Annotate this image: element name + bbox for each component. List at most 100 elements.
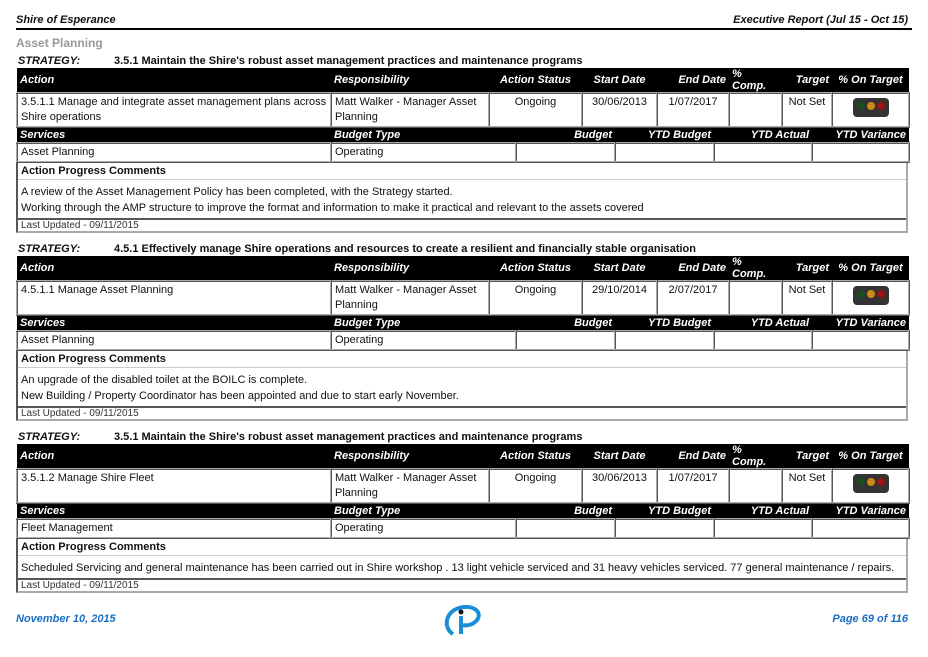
- col-header-ytd-budget: YTD Budget: [615, 316, 714, 331]
- comment-line: New Building / Property Coordinator has …: [21, 390, 459, 402]
- strategy-line: STRATEGY: 3.5.1 Maintain the Shire's robu…: [16, 54, 908, 68]
- start-date: 30/06/2013: [581, 92, 658, 128]
- strategy-text: 3.5.1 Maintain the Shire's robust asset …: [114, 55, 583, 67]
- col-header-ytd-actual: YTD Actual: [714, 316, 812, 331]
- percent-complete: [728, 92, 783, 128]
- comment-line: Working through the AMP structure to imp…: [21, 202, 644, 214]
- col-header-target: Target: [782, 444, 832, 469]
- action-name: 4.5.1.1 Manage Asset Planning: [16, 280, 332, 316]
- col-header-target: Target: [782, 256, 832, 281]
- start-date: 29/10/2014: [581, 280, 658, 316]
- ytd-budget-value: [614, 330, 715, 351]
- ytd-variance-value: [811, 142, 910, 163]
- start-date: 30/06/2013: [581, 468, 658, 504]
- on-target-indicator: [831, 468, 910, 504]
- action-block: STRATEGY:4.5.1 Effectively manage Shire …: [16, 242, 910, 421]
- org-name: Shire of Esperance: [16, 14, 116, 26]
- progress-comments: Action Progress Comments Scheduled Servi…: [16, 539, 908, 593]
- action-block: STRATEGY: 3.5.1 Maintain the Shire's robu…: [16, 430, 910, 593]
- footer-page: Page 69 of 116: [832, 613, 908, 625]
- action-name: 3.5.1.1 Manage and integrate asset manag…: [16, 92, 332, 128]
- col-header-action: Action: [17, 68, 331, 93]
- col-header-start-date: Start Date: [582, 444, 657, 469]
- ytd-actual-value: [713, 142, 813, 163]
- strategy-text: 3.5.1 Maintain the Shire's robust asset …: [114, 431, 583, 443]
- end-date: 2/07/2017: [656, 280, 730, 316]
- comment-line: A review of the Asset Management Policy …: [21, 186, 453, 198]
- responsibility-value: Matt Walker - Manager Asset Planning: [330, 92, 490, 128]
- col-header-start-date: Start Date: [582, 256, 657, 281]
- action-blocks: STRATEGY: 3.5.1 Maintain the Shire's robu…: [16, 54, 910, 602]
- traffic-light-icon: [852, 474, 889, 493]
- budget-type: Operating: [330, 330, 517, 351]
- col-header-action: Action: [17, 444, 331, 469]
- col-header-start-date: Start Date: [582, 68, 657, 93]
- budget-type: Operating: [330, 518, 517, 539]
- col-header-responsibility: Responsibility: [331, 68, 489, 93]
- col-header-action-status: Action Status: [489, 256, 582, 281]
- col-header-services: Services: [17, 316, 331, 331]
- col-header-ytd-variance: YTD Variance: [812, 128, 909, 143]
- col-header-ytd-budget: YTD Budget: [615, 128, 714, 143]
- target-value: Not Set: [781, 92, 833, 128]
- footer-date: November 10, 2015: [16, 613, 116, 625]
- strategy-line: STRATEGY:4.5.1 Effectively manage Shire …: [16, 242, 908, 256]
- target-value: Not Set: [781, 280, 833, 316]
- ytd-actual-value: [713, 518, 813, 539]
- action-status: Ongoing: [488, 92, 583, 128]
- section-title: Asset Planning: [16, 36, 103, 50]
- col-header-comp: % Comp.: [729, 256, 782, 281]
- target-value: Not Set: [781, 468, 833, 504]
- col-header-services: Services: [17, 504, 331, 519]
- progress-comments: Action Progress Comments An upgrade of t…: [16, 351, 908, 421]
- col-header-budget: Budget: [516, 504, 615, 519]
- col-header-action-status: Action Status: [489, 444, 582, 469]
- ytd-variance-value: [811, 518, 910, 539]
- budget-type: Operating: [330, 142, 517, 163]
- col-header-responsibility: Responsibility: [331, 444, 489, 469]
- ytd-variance-value: [811, 330, 910, 351]
- traffic-light-icon: [852, 286, 889, 305]
- ytd-budget-value: [614, 142, 715, 163]
- strategy-line: STRATEGY: 3.5.1 Maintain the Shire's robu…: [16, 430, 908, 444]
- budget-value: [515, 142, 616, 163]
- end-date: 1/07/2017: [656, 92, 730, 128]
- col-header-target: Target: [782, 68, 832, 93]
- progress-comments: Action Progress Comments A review of the…: [16, 163, 908, 233]
- col-header-action-status: Action Status: [489, 68, 582, 93]
- action-block: STRATEGY: 3.5.1 Maintain the Shire's robu…: [16, 54, 910, 233]
- col-header-ytd-actual: YTD Actual: [714, 128, 812, 143]
- report-title: Executive Report (Jul 15 - Oct 15): [733, 14, 908, 26]
- col-header-ytd-budget: YTD Budget: [615, 504, 714, 519]
- col-header-ytd-variance: YTD Variance: [812, 316, 909, 331]
- col-header-budget-type: Budget Type: [331, 128, 516, 143]
- comment-line: An upgrade of the disabled toilet at the…: [21, 374, 308, 386]
- shire-logo: [443, 604, 483, 641]
- on-target-indicator: [831, 92, 910, 128]
- col-header-budget-type: Budget Type: [331, 316, 516, 331]
- budget-value: [515, 518, 616, 539]
- col-header-end-date: End Date: [657, 444, 729, 469]
- strategy-label: STRATEGY:: [18, 55, 81, 67]
- col-header-end-date: End Date: [657, 256, 729, 281]
- last-updated: Last Updated - 09/11/2015: [18, 218, 906, 231]
- col-header-comp: % Comp.: [729, 444, 782, 469]
- service-name: Asset Planning: [16, 142, 332, 163]
- col-header-end-date: End Date: [657, 68, 729, 93]
- comments-heading: Action Progress Comments: [18, 163, 906, 180]
- col-header-services: Services: [17, 128, 331, 143]
- on-target-indicator: [831, 280, 910, 316]
- col-header-action: Action: [17, 256, 331, 281]
- end-date: 1/07/2017: [656, 468, 730, 504]
- col-header-budget-type: Budget Type: [331, 504, 516, 519]
- col-header-on-target: % On Target: [832, 256, 909, 281]
- strategy-label: STRATEGY:: [18, 431, 81, 443]
- percent-complete: [728, 280, 783, 316]
- col-header-budget: Budget: [516, 316, 615, 331]
- col-header-ytd-actual: YTD Actual: [714, 504, 812, 519]
- col-header-budget: Budget: [516, 128, 615, 143]
- traffic-light-icon: [852, 98, 889, 117]
- responsibility-value: Matt Walker - Manager Asset Planning: [330, 468, 490, 504]
